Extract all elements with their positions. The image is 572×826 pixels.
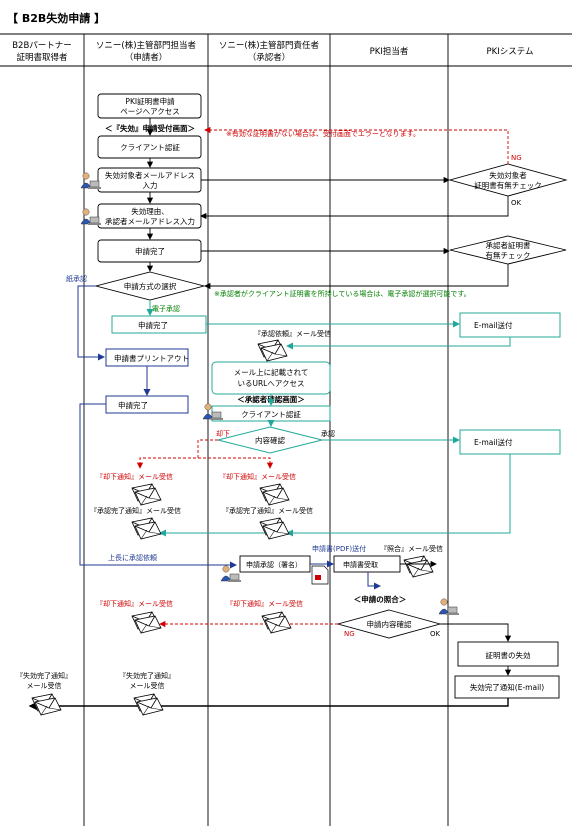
email-send2-label: E-mail送付 (474, 437, 513, 447)
mail-envelope-icon (131, 611, 162, 634)
inquiry-label: ＜申請の照合＞ (354, 594, 407, 604)
pdf-document-icon (311, 565, 329, 585)
approver-auth-label: クライアント認証 (241, 409, 301, 419)
revoke-notice-label: 失効完了通知(E-mail) (470, 682, 544, 692)
reject-notice-applicant-2: 『却下通知』メール受信 (96, 599, 173, 608)
ok-label-1: OK (511, 199, 522, 207)
access-page-line1: PKI証明書申請 (125, 96, 175, 106)
pki-staff-icon (438, 598, 460, 616)
approver-icon (220, 565, 242, 583)
print-out-label: 申請書プリントアウト (114, 353, 189, 363)
mail-access-box (211, 361, 331, 395)
email-send1-label: E-mail送付 (474, 320, 513, 330)
email-send2-box (459, 429, 561, 455)
mail-access-line2: いるURLへアクセス (237, 379, 304, 388)
lane-header-approver-sub: （承認者） (248, 52, 291, 63)
mail-envelope-icon (259, 517, 290, 540)
lane-header-partner-sub: 証明書取得者 (16, 52, 68, 63)
reason-line2: 承認者メールアドレス入力 (105, 216, 195, 226)
inquiry-mail-label: 『照合』メール受信 (380, 544, 443, 553)
approve-label: 承認 (321, 429, 335, 438)
email-input-line2: 入力 (143, 180, 158, 190)
boss-request-label: 上長に承認依頼 (108, 553, 157, 562)
reject-notice-approver-2: 『却下通知』メール受信 (226, 599, 303, 608)
content-verify-diamond (336, 609, 442, 639)
mail-access-line1: メール上に記載されて (234, 367, 309, 377)
content-check-diamond (217, 426, 323, 454)
content-verify-label: 申請内容確認 (367, 619, 412, 629)
check-approver-line1: 承認者証明書 (486, 240, 531, 250)
revoke-done-partner-line1: 『失効完了通知』 (16, 671, 72, 680)
reason-line1: 失効理由、 (131, 206, 169, 216)
mail-envelope-icon (131, 483, 162, 506)
mail-envelope-icon (403, 555, 434, 578)
page-title: 【 B2B失効申請 】 (7, 11, 105, 25)
mail-request-label: 『承認依頼』メール受信 (254, 329, 331, 338)
check-target-diamond (448, 163, 568, 197)
apply-done-label: 申請完了 (135, 246, 165, 256)
ng-label-2: NG (344, 630, 355, 638)
revoke-done-partner-line2: メール受信 (27, 681, 62, 690)
mail-envelope-icon (257, 339, 288, 362)
lane-header-partner: B2Bパートナー (12, 41, 72, 51)
method-select-label: 申請方式の選択 (124, 281, 177, 291)
apply-done2-label: 申請完了 (138, 320, 168, 330)
note-electronic: ※承認者がクライアント証明書を所持している場合は、電子承認が選択可能です。 (214, 289, 471, 298)
reject-label: 却下 (216, 429, 230, 438)
client-auth-box (97, 135, 202, 159)
ng-label-1: NG (511, 154, 522, 162)
revoke-done-applicant-line1: 『失効完了通知』 (119, 671, 175, 680)
revoke-notice-box (454, 675, 560, 699)
email-input-line1: 失効対象者メールアドレス (105, 170, 195, 180)
content-check-label: 内容確認 (255, 435, 285, 445)
approve-done-approver: 『承認完了通知』メール受信 (222, 506, 313, 515)
check-approver-line2: 有無チェック (486, 250, 531, 260)
access-page-line2: ページへアクセス (120, 107, 179, 116)
check-target-line1: 失効対象者 (489, 170, 527, 180)
mail-envelope-icon (261, 611, 292, 634)
lane-header-pki-staff: PKI担当者 (370, 46, 409, 57)
mail-envelope-icon (259, 483, 290, 506)
check-target-line2: 証明書有無チェック (474, 180, 542, 190)
mail-envelope-icon (133, 693, 164, 716)
mail-envelope-icon (31, 693, 62, 716)
approve-done-applicant: 『承認完了通知』メール受信 (90, 506, 181, 515)
lane-header-applicant-sub: （申請者） (125, 52, 168, 63)
form-receive-label: 申請書受取 (343, 560, 378, 569)
pdf-send-label: 申請書(PDF)送付 (312, 544, 366, 553)
note-error: ※有効な証明書がない場合は、受付画面でエラーとなります。 (226, 129, 420, 138)
ok-label-2: OK (430, 630, 441, 638)
mail-envelope-icon (131, 517, 162, 540)
sign-approve-label: 申請承認（署名） (246, 560, 302, 569)
lane-header-approver: ソニー(株)主管部門責任者 (219, 40, 320, 51)
access-page-box (97, 93, 202, 119)
reject-notice-applicant: 『却下通知』メール受信 (96, 472, 173, 481)
revoke-label: 証明書の失効 (486, 650, 531, 660)
apply-done3-label: 申請完了 (118, 400, 148, 410)
paper-approval-label: 紙承認 (66, 274, 87, 283)
revoke-box (457, 641, 559, 667)
revoke-done-applicant-line2: メール受信 (130, 681, 165, 690)
lane-header-applicant: ソニー(株)主管部門担当者 (96, 40, 197, 51)
client-auth-label: クライアント認証 (120, 142, 180, 152)
lane-grid (0, 33, 572, 826)
lane-header-pki-system: PKIシステム (487, 47, 534, 57)
reject-notice-approver: 『却下通知』メール受信 (219, 472, 296, 481)
electronic-approval-label: 電子承認 (152, 304, 180, 313)
